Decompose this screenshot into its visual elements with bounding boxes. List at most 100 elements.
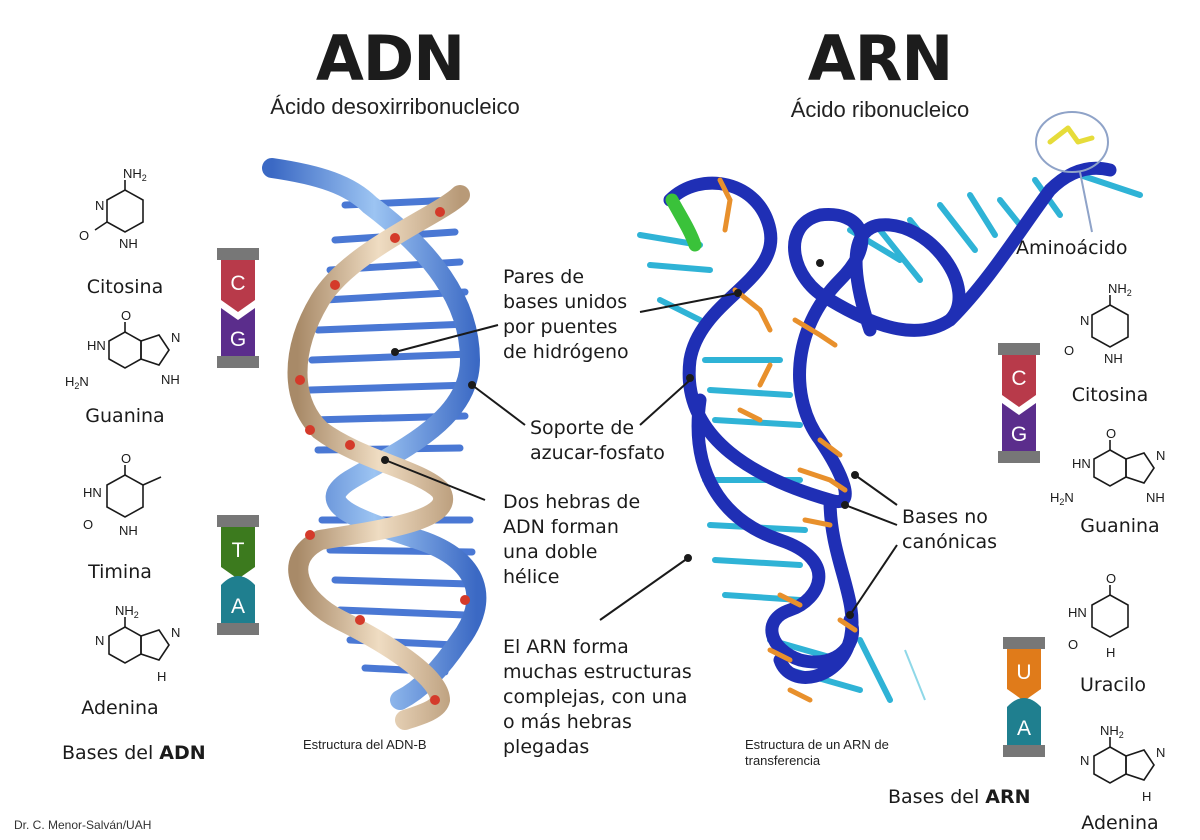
annotation-noncanonical: Bases no canónicas xyxy=(902,505,997,555)
base-name-dna-timina: Timina xyxy=(88,561,152,583)
chem-n: N xyxy=(1080,753,1089,768)
bases-title-bold: ARN xyxy=(985,786,1031,808)
annotation-line: bases unidos xyxy=(503,291,628,313)
chem-nh2: NH2 xyxy=(1108,281,1132,298)
dna-bases-title: Bases del ADN xyxy=(62,742,206,764)
rna-pair-cg: C G xyxy=(998,343,1040,463)
chem-nh: NH xyxy=(1104,351,1123,366)
rna-green-segment xyxy=(665,193,702,252)
rna-amino-acid xyxy=(1047,125,1095,145)
cytosine-structure-rna: NH2 N O NH xyxy=(1064,281,1132,366)
pair-bottom-letter: G xyxy=(230,328,246,351)
annotation-line: Soporte de xyxy=(530,417,635,439)
base-name-dna-adenina: Adenina xyxy=(81,697,159,719)
dna-subtitle: Ácido desoxirribonucleico xyxy=(270,94,520,119)
annotation-line: plegadas xyxy=(503,736,590,758)
dna-pair-cg: C G xyxy=(217,248,259,368)
annotation-line: por puentes xyxy=(503,316,618,338)
rna-backbone xyxy=(663,161,1117,684)
chem-n: N xyxy=(171,330,180,345)
chem-nh: NH xyxy=(119,236,138,251)
caption-line: Estructura de un ARN de xyxy=(745,737,889,752)
chem-n: N xyxy=(95,633,104,648)
pair-bottom-shape xyxy=(1007,698,1041,745)
chem-o: O xyxy=(1064,343,1074,358)
chem-o: O xyxy=(121,451,131,466)
rna-structure xyxy=(637,111,1143,703)
pair-top-letter: C xyxy=(230,272,245,295)
annotation-line: o más hebras xyxy=(503,711,632,733)
pair-bottom-shape xyxy=(221,308,255,356)
chem-n: N xyxy=(1080,313,1089,328)
annotation-line: de hidrógeno xyxy=(503,341,629,363)
dna-pair-ta: T A xyxy=(217,515,259,635)
adenine-structure-rna: NH2 N N H xyxy=(1080,723,1165,804)
base-name-rna-uracilo: Uracilo xyxy=(1080,674,1146,696)
chem-h2n: H2N xyxy=(1050,490,1074,507)
annotation-line: hélice xyxy=(503,566,560,588)
chem-h2n: H2N xyxy=(65,374,89,391)
rna-noncanonical-bases xyxy=(717,177,858,703)
dna-strand-tan xyxy=(287,185,470,730)
dna-strand-blue xyxy=(262,158,487,710)
annotation-line: azucar-fosfato xyxy=(530,442,665,464)
annotation-double-helix: Dos hebras de ADN forman una doble hélic… xyxy=(503,490,640,590)
chem-hn: HN xyxy=(1068,605,1087,620)
chem-nh: NH xyxy=(161,372,180,387)
adenine-structure-dna: NH2 N N H xyxy=(95,603,180,684)
chem-o: O xyxy=(83,517,93,532)
chem-n: N xyxy=(1156,745,1165,760)
bases-title-bold: ADN xyxy=(159,742,206,764)
pair-top-letter: T xyxy=(232,539,245,562)
chem-o: O xyxy=(1106,571,1116,586)
base-name-rna-citosina: Citosina xyxy=(1071,384,1149,406)
dna-structure-caption: Estructura del ADN-B xyxy=(303,737,427,752)
base-name-dna-guanina: Guanina xyxy=(85,405,165,427)
chem-hn: HN xyxy=(83,485,102,500)
chem-n: N xyxy=(1156,448,1165,463)
annotation-pairs-hbond: Pares de bases unidos por puentes de hid… xyxy=(503,265,629,365)
chem-hn: HN xyxy=(87,338,106,353)
pair-top-letter: U xyxy=(1016,661,1031,684)
pair-bottom-letter: A xyxy=(231,595,245,618)
leader-lines xyxy=(381,259,898,621)
dna-helix xyxy=(262,158,487,730)
pair-top-shape xyxy=(221,260,255,312)
annotation-backbone: Soporte de azucar-fosfato xyxy=(530,416,665,466)
chem-n: N xyxy=(171,625,180,640)
base-name-dna-citosina: Citosina xyxy=(86,276,164,298)
chem-nh2: NH2 xyxy=(123,166,147,183)
annotation-line: Dos hebras de xyxy=(503,491,641,513)
pair-bottom-shape xyxy=(1002,403,1036,451)
annotation-line: ADN forman xyxy=(503,516,619,538)
pair-top-letter: C xyxy=(1011,367,1026,390)
chem-nh: NH xyxy=(1146,490,1165,505)
uracil-structure-rna: O HN O H xyxy=(1068,571,1129,660)
chem-nh2: NH2 xyxy=(115,603,139,620)
rna-title: ARN xyxy=(807,22,954,95)
pair-bottom-letter: G xyxy=(1011,423,1027,446)
chem-o: O xyxy=(121,308,131,323)
pair-bottom-letter: A xyxy=(1017,717,1031,740)
chem-nh2: NH2 xyxy=(1100,723,1124,740)
guanine-structure-dna: O HN H2N N NH xyxy=(65,308,180,391)
amino-highlight-circle xyxy=(1035,111,1109,173)
pair-top-shape xyxy=(1007,649,1041,701)
annotation-line: El ARN forma xyxy=(503,636,629,658)
annotation-line: una doble xyxy=(503,541,598,563)
annotation-line: Pares de xyxy=(503,266,585,288)
chem-o: O xyxy=(79,228,89,243)
annotation-amino: Aminoácido xyxy=(1016,237,1128,259)
chem-nh: H xyxy=(1142,789,1151,804)
guanine-structure-rna: O HN H2N N NH xyxy=(1050,426,1165,507)
annotation-line: complejas, con una xyxy=(503,686,688,708)
credit: Dr. C. Menor-Salván/UAH xyxy=(14,818,152,832)
rna-subtitle: Ácido ribonucleico xyxy=(790,97,970,122)
annotation-line: muchas estructuras xyxy=(503,661,692,683)
bases-title-prefix: Bases del xyxy=(62,742,160,764)
chem-nh: H xyxy=(157,669,166,684)
chem-o: O xyxy=(1106,426,1116,441)
base-name-rna-adenina: Adenina xyxy=(1081,812,1159,834)
annotation-rna-structures: El ARN forma muchas estructuras compleja… xyxy=(503,635,692,760)
